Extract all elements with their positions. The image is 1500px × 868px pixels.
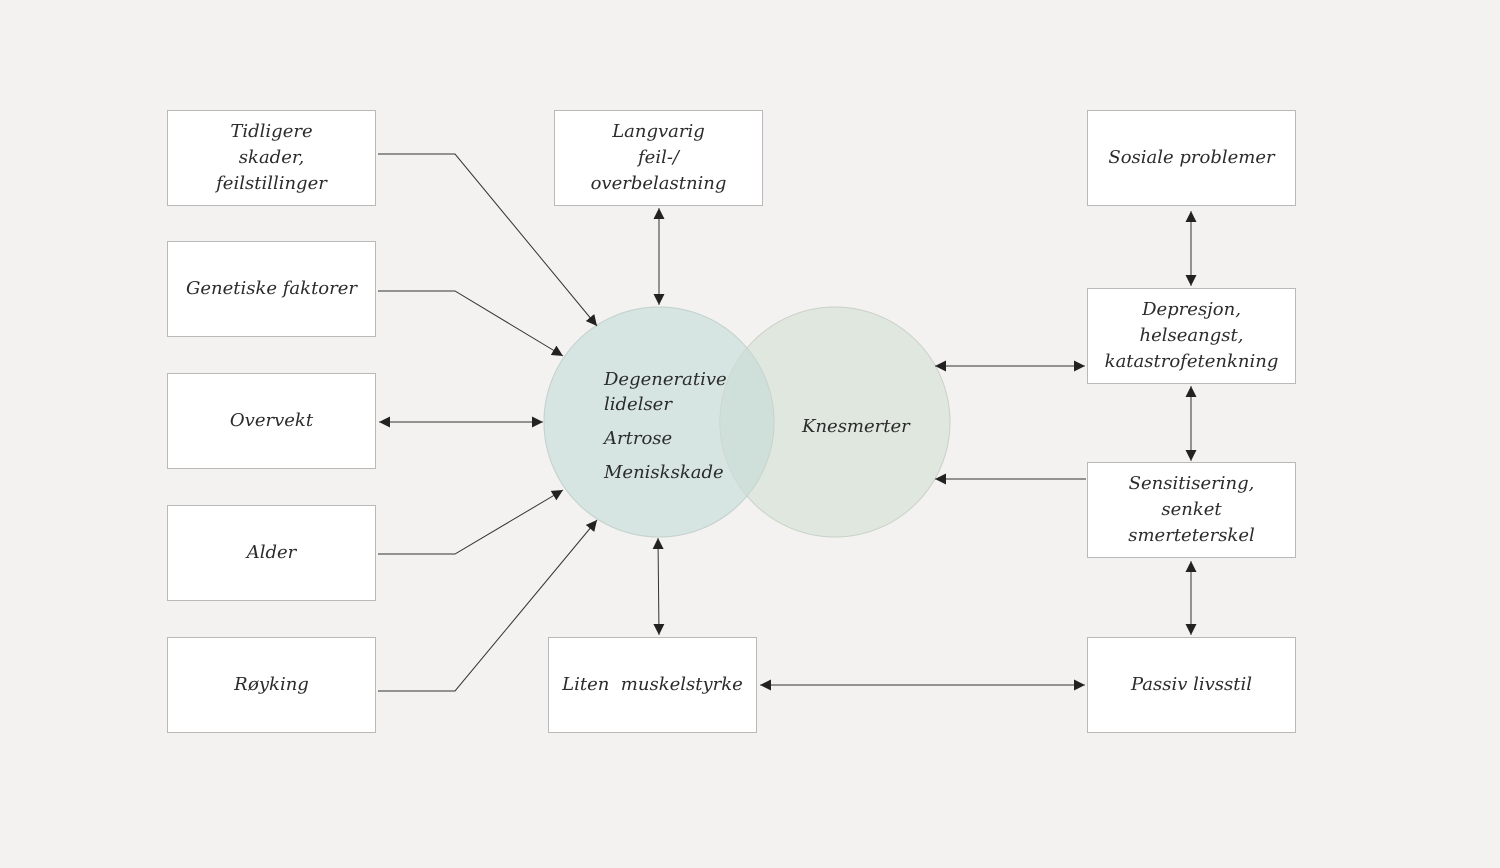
knesmerter-circle — [719, 306, 951, 538]
degenerative-label: Degenerative lidelser — [604, 367, 727, 417]
box-alder: Alder — [167, 505, 376, 601]
box-royking: Røyking — [167, 637, 376, 733]
degenerative-circle-outline — [543, 306, 775, 538]
box-sosiale-problemer: Sosiale problemer — [1087, 110, 1296, 206]
arrow-genetiske — [378, 290, 564, 357]
arrow-royking — [378, 519, 598, 692]
arrow-liten — [652, 537, 665, 636]
box-overvekt: Overvekt — [167, 373, 376, 469]
box-genetiske-faktorer: Genetiske faktorer — [167, 241, 376, 337]
box-langvarig-belastning: Langvarig feil-/ overbelastning — [554, 110, 763, 206]
degenerative-line2: lidelser — [604, 394, 672, 415]
arrow-tidligere — [378, 153, 598, 327]
box-liten-muskelstyrke: Liten muskelstyrke — [548, 637, 757, 733]
arrow-alder — [378, 489, 564, 555]
box-tidligere-skader: Tidligere skader, feilstillinger — [167, 110, 376, 206]
box-depresjon: Depresjon, helseangst, katastrofetenknin… — [1087, 288, 1296, 384]
knesmerter-label: Knesmerter — [802, 416, 910, 437]
circle-overlap — [720, 348, 774, 496]
degenerative-line1: Degenerative — [604, 369, 727, 390]
box-sensitisering: Sensitisering, senket smerteterskel — [1087, 462, 1296, 558]
meniskskade-label: Meniskskade — [604, 462, 724, 483]
box-passiv-livsstil: Passiv livsstil — [1087, 637, 1296, 733]
artrose-label: Artrose — [604, 428, 673, 449]
